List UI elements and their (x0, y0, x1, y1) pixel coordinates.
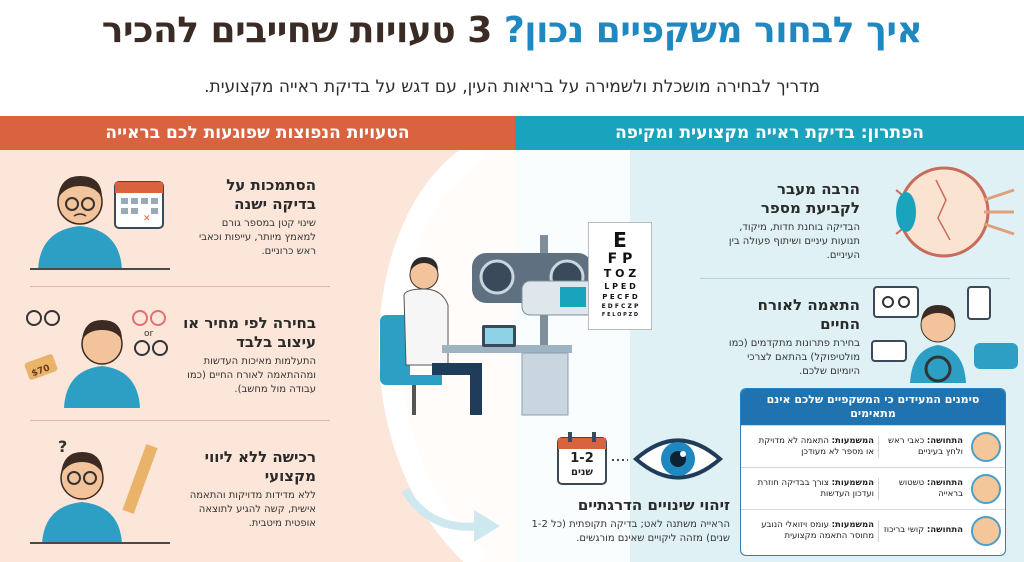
arrow-icon (401, 487, 500, 542)
eye-chart-row: F E L O P Z D (601, 312, 639, 318)
meaning-label: המשמעות: (831, 435, 874, 446)
mistake-desc: ללא מדידות מדויקות והתאמה אישית, קשה להג… (189, 490, 316, 529)
signs-row: התחושה: קושי בריכוז המשמעות: עומס ויזואל… (741, 509, 1005, 551)
headache-avatar-icon (971, 431, 1001, 462)
svg-text:✕: ✕ (143, 214, 151, 224)
feeling-label: התחושה: (926, 525, 963, 535)
solution-title: הרבה מעבר לקביעת מספר (760, 180, 860, 217)
eye-chart-row: T O Z (603, 267, 637, 280)
calendar-icon (557, 432, 607, 485)
meaning-text: עומס ויזואלי הנובע מחוסר התאמה מקצועית (761, 519, 874, 541)
feeling-text: כאבי ראש ולחץ בעיניים (888, 435, 963, 457)
signs-row: התחושה: כאבי ראש ולחץ בעיניים המשמעות: ה… (741, 425, 1005, 467)
solution-item-lifestyle: התאמה לאורח החיים בחירת פתרונות מתקדמים … (720, 296, 860, 379)
eye-chart: E F P T O Z L P E D P E C F D E D F C Z … (588, 222, 652, 330)
confused-man-ruler-icon: ? (30, 437, 170, 544)
eye-chart-row: E (613, 228, 627, 252)
solution-item-gradual-changes: זיהוי שינויים הדרגתיים הראייה משתנה לאט;… (530, 496, 731, 546)
or-label: or (144, 329, 154, 339)
mistake-item-no-professional: רכישה ללא ליווי מקצועי ללא מדידות מדויקו… (176, 448, 316, 531)
man-calendar-icon: ✕ (30, 176, 170, 270)
eye-chart-row: E D F C Z P (601, 303, 639, 310)
page-subtitle: מדריך לבחירה מושכלת ולשמירה על בריאות הע… (204, 77, 820, 97)
eye-anatomy-icon (895, 166, 1015, 258)
solution-title: זיהוי שינויים הדרגתיים (577, 496, 730, 514)
mistake-item-old-exam: הסתמכות על בדיקה ישנה שינוי קטן במספר גו… (196, 176, 316, 259)
concentration-avatar-icon (971, 515, 1001, 546)
mistakes-header: הטעויות הנפוצות שפוגעות לכם בראייה (0, 116, 515, 150)
title-part-1: איך לבחור משקפיים נכון? (503, 10, 923, 51)
mistake-title: הסתמכות על בדיקה ישנה (226, 176, 316, 213)
feeling-label: התחושה: (926, 435, 963, 446)
signs-row: התחושה: טשטוש בראייה המשמעות: צורך בבדיק… (741, 467, 1005, 509)
svg-text:?: ? (58, 437, 67, 456)
lifestyle-devices-icon (871, 286, 1018, 383)
feeling-cell: התחושה: כאבי ראש ולחץ בעיניים (879, 436, 967, 458)
signs-card-title: סימנים המעידים כי המשקפיים שלכם אינם מתא… (741, 389, 1005, 425)
solution-header: הפתרון: בדיקת ראייה מקצועית ומקיפה (515, 116, 1024, 150)
calendar-years-label: שנים (570, 467, 594, 478)
eye-chart-row: L P E D (604, 282, 636, 291)
solution-desc: בחירת פתרונות מתקדמים (כמו מולטיפוקל) בה… (728, 338, 860, 377)
feeling-cell: התחושה: טשטוש בראייה (879, 478, 967, 500)
calendar-years: 1-2 (570, 451, 594, 466)
meaning-text: התאמה לא מדויקת או מספר לא מעודכן (758, 435, 874, 457)
feeling-cell: התחושה: קושי בריכוז (879, 525, 967, 536)
divider (30, 286, 330, 287)
eye-chart-row: F P (607, 251, 633, 267)
mistake-desc: שינוי קטן במספר גורם למאמץ מיותר, עייפות… (198, 218, 316, 257)
meaning-label: המשמעות: (831, 519, 874, 530)
optometrist-exam-illustration (380, 235, 603, 416)
meaning-cell: המשמעות: צורך בבדיקה חוזרת ועדכון העדשות (749, 477, 879, 500)
mistake-title: רכישה ללא ליווי מקצועי (204, 448, 316, 485)
feeling-label: התחושה: (926, 477, 963, 488)
mistake-title: בחירה לפי מחיר או עיצוב בלבד (183, 314, 316, 351)
meaning-cell: המשמעות: עומס ויזואלי הנובע מחוסר התאמה … (749, 519, 879, 542)
title-part-2: 3 טעויות שחייבים להכיר (101, 10, 493, 51)
mistake-item-price: בחירה לפי מחיר או עיצוב בלבד התעלמות מאי… (176, 314, 316, 397)
eye-icon (632, 438, 724, 480)
man-glasses-choice-icon: or $70 (24, 310, 168, 408)
dotted-connector (612, 459, 628, 461)
solution-item-beyond-number: הרבה מעבר לקביעת מספר הבדיקה בוחנת חדות,… (720, 180, 860, 263)
solution-desc: הבדיקה בוחנת חדות, מיקוד, תנועות עיניים … (728, 222, 860, 261)
meaning-cell: המשמעות: התאמה לא מדויקת או מספר לא מעוד… (749, 435, 879, 458)
solution-title: התאמה לאורח החיים (757, 296, 860, 333)
eye-chart-row: P E C F D (602, 293, 638, 301)
solution-desc: הראייה משתנה לאט; בדיקה תקופתית (כל 1-2 … (531, 519, 731, 544)
blurry-avatar-icon (971, 473, 1001, 504)
divider (700, 278, 1010, 279)
divider (30, 420, 330, 421)
meaning-text: צורך בבדיקה חוזרת ועדכון העדשות (757, 477, 874, 499)
meaning-label: המשמעות: (831, 477, 874, 488)
signs-card: סימנים המעידים כי המשקפיים שלכם אינם מתא… (740, 388, 1006, 556)
mistake-desc: התעלמות מאיכות העדשות ומההתאמה לאורח החי… (187, 356, 316, 395)
feeling-text: קושי בריכוז (883, 525, 925, 535)
feeling-text: טשטוש בראייה (898, 477, 963, 499)
page-title: איך לבחור משקפיים נכון? 3 טעויות שחייבים… (0, 10, 1024, 51)
